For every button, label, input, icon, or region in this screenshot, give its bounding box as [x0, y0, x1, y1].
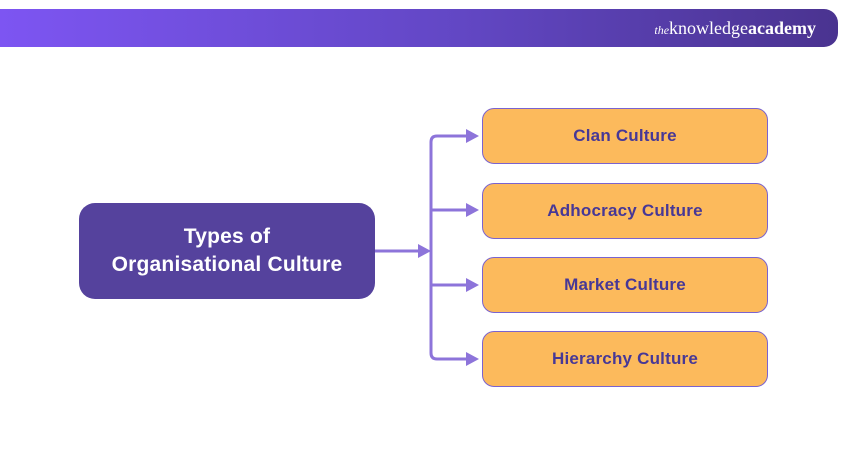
brand-logo-academy: academy [748, 18, 816, 38]
brand-logo-the: the [654, 23, 670, 37]
header-bar: theknowledgeacademy [0, 9, 838, 47]
branch-node-label: Adhocracy Culture [547, 201, 703, 220]
arrowhead-branch-4-icon [466, 352, 479, 366]
brand-logo: theknowledgeacademy [654, 19, 816, 37]
branch-node-hierarchy-culture: Hierarchy Culture [482, 331, 768, 387]
root-node-label-line1: Types of [183, 224, 271, 248]
arrowhead-branch-1-icon [466, 129, 479, 143]
brand-logo-knowledge: knowledge [669, 18, 749, 38]
arrowhead-branch-2-icon [466, 203, 479, 217]
branch-node-adhocracy-culture: Adhocracy Culture [482, 183, 768, 239]
arrowhead-main-icon [418, 244, 431, 258]
branch-node-label: Clan Culture [573, 126, 677, 145]
branch-node-clan-culture: Clan Culture [482, 108, 768, 164]
branch-node-market-culture: Market Culture [482, 257, 768, 313]
branch-node-label: Market Culture [564, 275, 686, 294]
root-node-types-of-organisational-culture: Types of Organisational Culture [79, 203, 375, 299]
branch-node-label: Hierarchy Culture [551, 349, 699, 368]
arrowhead-branch-3-icon [466, 278, 479, 292]
connector-spine [429, 134, 468, 361]
root-node-label-line2: Organisational Culture [111, 253, 343, 276]
